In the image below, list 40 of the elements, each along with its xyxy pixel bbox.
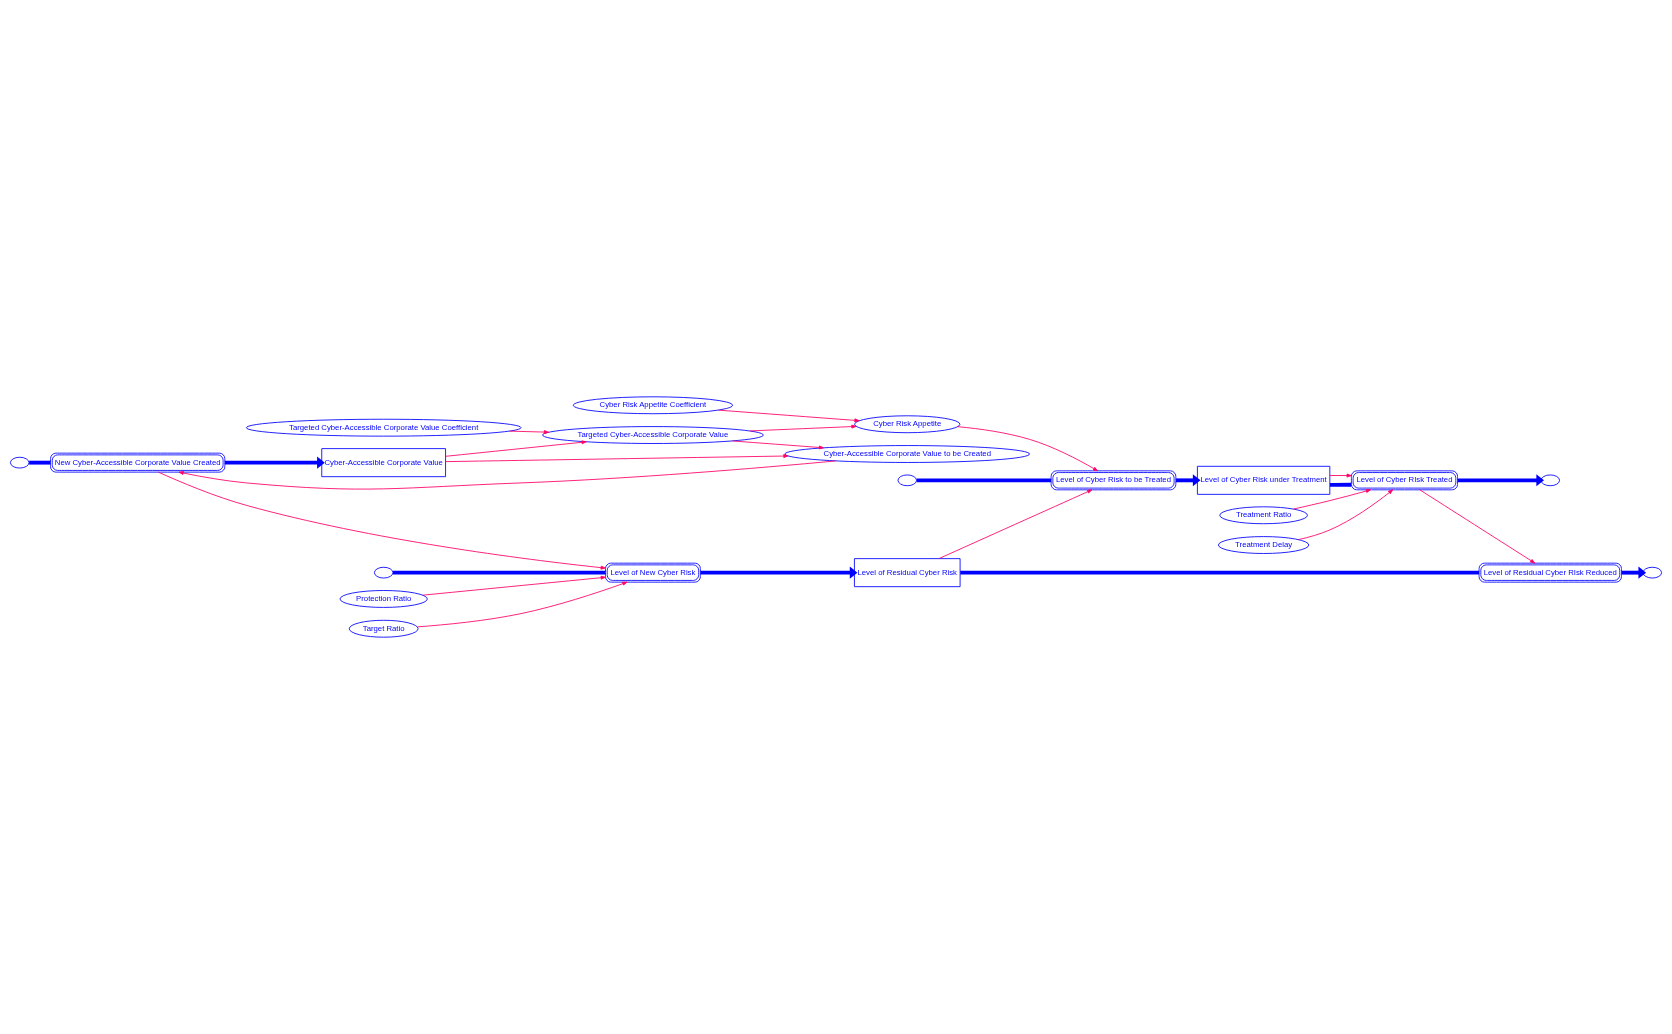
node-ellipse: Target Ratio	[348, 619, 419, 638]
arrow	[1175, 474, 1201, 487]
arrow	[158, 471, 606, 570]
connector	[393, 570, 606, 575]
arrow	[445, 440, 587, 457]
node-cloud	[1642, 566, 1662, 579]
arrow	[1298, 489, 1394, 540]
arrow	[445, 454, 789, 463]
arrow	[1293, 489, 1371, 510]
connector	[29, 460, 51, 465]
node-ellipse: Cyber Risk Appetite Coefficient	[572, 396, 733, 415]
connector	[1329, 482, 1352, 487]
arrow	[1419, 489, 1536, 564]
arrow	[938, 489, 1093, 560]
arrow	[178, 460, 837, 490]
arrow	[1329, 473, 1352, 478]
node-cloud	[897, 474, 917, 487]
arrow	[700, 566, 858, 579]
arrow	[732, 440, 824, 450]
node-box: Cyber-Accessible Corporate Value	[321, 448, 446, 478]
node-cloud	[373, 566, 394, 579]
arrow	[749, 424, 857, 432]
connector	[916, 478, 1052, 483]
arrow	[718, 409, 860, 423]
node-cloud	[1540, 474, 1560, 487]
arrow	[1457, 474, 1544, 487]
node-cloud	[10, 456, 30, 469]
arrow	[1621, 566, 1647, 579]
node-ellipse: Treatment Ratio	[1219, 506, 1308, 525]
node-box: Level of Residual Cyber Risk	[854, 558, 961, 588]
arrow	[417, 581, 628, 628]
node-box: Level of Cyber Risk under Treatment	[1196, 465, 1331, 495]
node-ellipse: Targeted Cyber-Accessible Corporate Value Coefficient	[245, 418, 522, 437]
arrow	[957, 426, 1099, 472]
node-ellipse: Protection Ratio	[339, 590, 428, 608]
arrow	[224, 456, 325, 469]
arrow	[509, 430, 550, 434]
arrow	[422, 575, 606, 596]
connector	[960, 570, 1480, 575]
node-ellipse: Treatment Delay	[1217, 536, 1310, 554]
